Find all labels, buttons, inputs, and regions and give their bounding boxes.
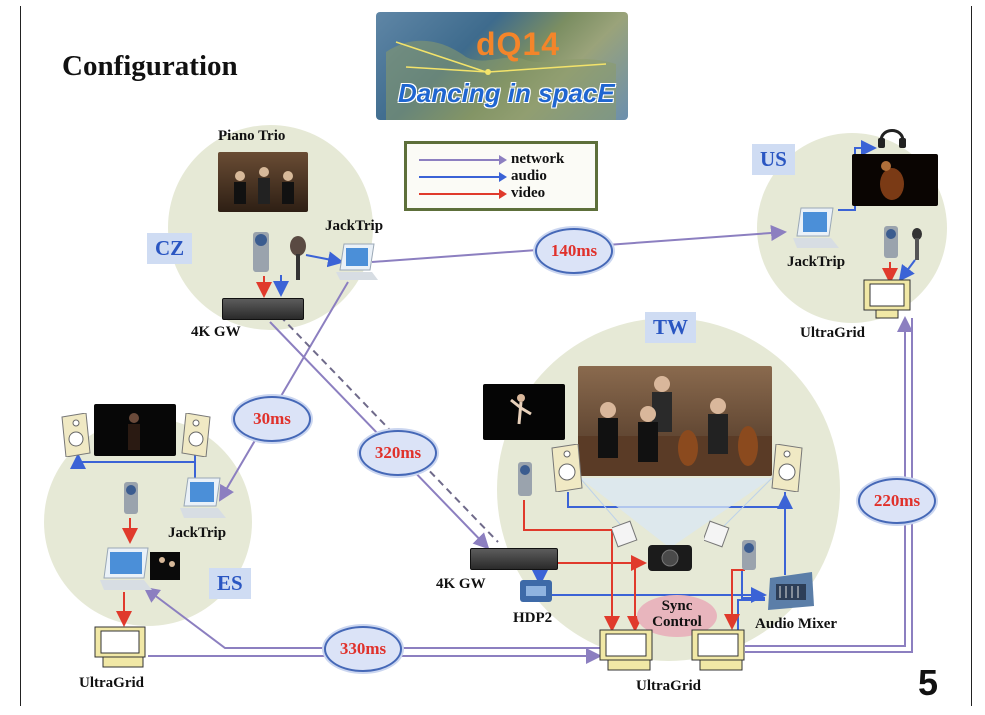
speaker-icon-tw-left: [551, 444, 583, 492]
link-tw-us-1: [745, 316, 913, 647]
label-piano-trio: Piano Trio: [218, 128, 286, 144]
label-cz-jacktrip: JackTrip: [325, 218, 384, 234]
link-tw-es: [143, 586, 605, 649]
label-us-ultragrid: UltraGrid: [800, 325, 865, 341]
legend-item-audio: audio: [419, 168, 589, 186]
page-title: Configuration: [62, 50, 238, 82]
singer-icon: [128, 413, 140, 450]
latency-cz-us: 140ms: [550, 241, 598, 260]
banner-logo: dQ14: [476, 26, 561, 62]
label-cz-gw: 4K GW: [191, 324, 241, 340]
microphone-icon-us: [912, 228, 922, 260]
page-number: 5: [918, 662, 939, 703]
projector-icon: [648, 545, 692, 571]
camera-icon-tw: [518, 462, 532, 496]
photo-tw-dancer: [483, 384, 565, 440]
label-tw-hdp2: HDP2: [513, 610, 553, 626]
pc-icon-es: [94, 626, 146, 668]
legend-video-line: [419, 189, 507, 199]
laptop-icon-us: [793, 207, 839, 248]
camera-icon-us: [884, 226, 898, 258]
pc-icon-us: [863, 279, 911, 319]
region-label-us: US: [752, 144, 795, 175]
link-cz-es: [218, 281, 349, 502]
photo-piano-trio: [218, 152, 308, 212]
gateway-device-cz: [222, 298, 304, 320]
label-us-jacktrip: JackTrip: [787, 254, 846, 270]
dancer-icon: [510, 394, 532, 425]
sync-label-line1: Sync: [661, 598, 693, 614]
latency-badge-cz-us: 140ms: [535, 228, 613, 274]
legend-item-video: video: [419, 185, 589, 203]
event-banner: dQ14 Dancing in spacE: [376, 12, 628, 120]
link-cz-tw-dashed: [279, 315, 499, 543]
gateway-device-tw: [470, 548, 558, 570]
latency-badge-tw-us: 220ms: [858, 478, 936, 524]
sync-label-line2: Control: [652, 614, 702, 630]
speaker-icon-es-right: [181, 413, 211, 457]
latency-badge-cz-tw: 320ms: [359, 430, 437, 476]
legend-network-label: network: [511, 151, 565, 167]
hdp2-device-icon: [520, 580, 552, 602]
legend-network-line: [419, 155, 507, 165]
legend-video-label: video: [511, 185, 546, 201]
camera-icon: [253, 232, 269, 272]
label-tw-ultragrid: UltraGrid: [636, 678, 701, 694]
banner-subtitle: Dancing in spacE: [398, 78, 615, 108]
label-tw-gw: 4K GW: [436, 576, 486, 592]
mic-left-icon-tw: [612, 520, 638, 548]
camera-icon-tw-right: [742, 540, 756, 570]
legend-item-network: network: [419, 151, 589, 169]
region-label-cz: CZ: [147, 233, 193, 264]
speaker-icon-tw-right: [771, 444, 803, 492]
mic-right-icon-tw: [704, 520, 730, 548]
label-tw-audio-mixer: Audio Mixer: [755, 616, 838, 632]
label-es-ultragrid: UltraGrid: [79, 675, 144, 691]
slide-frame: [20, 6, 972, 706]
sync-control-badge: Sync Control: [637, 595, 717, 637]
headphones-icon: [878, 129, 906, 148]
latency-es-tw: 330ms: [339, 639, 387, 658]
audio-mixer-icon: [768, 572, 814, 610]
latency-badge-es-tw: 330ms: [324, 626, 402, 672]
stage-musicians-icon: [578, 376, 772, 476]
world-map-icon: [386, 40, 616, 120]
label-es-jacktrip: JackTrip: [168, 525, 227, 541]
pc-icon-tw-right: [691, 629, 745, 671]
photo-es-singer: [94, 404, 176, 456]
microphone-icon: [290, 236, 306, 280]
laptop-icon-es-display: [100, 547, 180, 590]
pc-icon-tw-left: [599, 629, 653, 671]
region-label-tw: TW: [645, 312, 697, 343]
laptop-icon-cz: [336, 243, 378, 280]
latency-badge-cz-es: 30ms: [233, 396, 311, 442]
latency-tw-us: 220ms: [873, 491, 921, 510]
camera-icon-es: [124, 482, 138, 514]
legend-audio-label: audio: [511, 168, 547, 184]
latency-cz-es: 30ms: [253, 409, 291, 428]
laptop-icon-es-jacktrip: [180, 477, 226, 518]
link-tw-us-2: [745, 318, 913, 653]
musicians-icon: [234, 167, 294, 204]
legend: network audio video: [404, 141, 598, 211]
photo-tw-stage: [578, 366, 772, 476]
region-label-es: ES: [209, 568, 251, 599]
latency-cz-tw: 320ms: [374, 443, 422, 462]
speaker-icon-es-left: [61, 413, 91, 457]
photo-us-cellist: [852, 154, 938, 206]
legend-audio-line: [419, 172, 507, 182]
cello-icon: [880, 161, 904, 200]
